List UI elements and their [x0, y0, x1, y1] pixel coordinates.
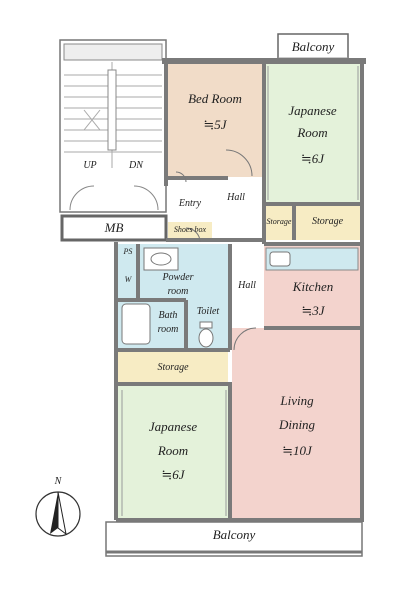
japanese-room-ne-size: ≒6J [300, 151, 325, 166]
toilet-bowl [198, 328, 214, 348]
storage-right-label: Storage [311, 216, 344, 227]
japanese-room-sw-area [118, 384, 228, 520]
walls [114, 58, 366, 522]
balcony-bottom-label: Balcony [212, 527, 256, 542]
living-dining-name1: Living [280, 393, 314, 408]
door-swings [175, 149, 257, 351]
storage-small-label: Storage [266, 217, 292, 226]
storage-right-area [294, 204, 361, 240]
shoes-box-area [168, 222, 212, 240]
north-label: N [54, 476, 62, 487]
w-label: W [124, 275, 132, 284]
entry-label: Entry [178, 198, 202, 209]
bath-room-name1: Bath [158, 310, 178, 321]
washbasin [150, 252, 172, 266]
japanese-room-sw-size: ≒6J [161, 467, 185, 482]
ps-label: PS [123, 247, 133, 256]
powder-room-name1: Powder [162, 272, 194, 283]
japanese-room-ne-area [264, 62, 361, 204]
kitchen-size: ≒3J [301, 303, 325, 318]
japanese-room-sw-name2: Room [157, 443, 189, 458]
shoes-box-label: Shoes box [173, 225, 207, 234]
living-dining-size: ≒10J [282, 443, 312, 458]
ld-area [232, 328, 362, 520]
bathtub [121, 303, 151, 345]
storage-small-area [264, 204, 294, 240]
stairwell [59, 39, 167, 213]
mb-label: MB [104, 220, 124, 235]
balcony-top-label: Balcony [291, 39, 335, 54]
living-dining-name2: Dining [278, 417, 316, 432]
hall-upper-label: Hall [227, 192, 245, 203]
balcony-bottom [105, 521, 363, 557]
stairs-up-label: UP [83, 160, 97, 171]
hall-lower-label: Hall [238, 280, 256, 291]
bath-room-name2: room [157, 324, 179, 335]
mb-box [60, 214, 168, 242]
storage-left-label: Storage [157, 362, 189, 373]
bedroom-name: Bed Room [188, 91, 242, 106]
japanese-room-ne-name2: Room [297, 125, 328, 140]
powder-room-name2: room [167, 286, 189, 297]
bedroom-area [166, 62, 264, 177]
bedroom-size: ≒5J [203, 117, 227, 132]
japanese-room-ne-name1: Japanese [288, 103, 337, 118]
north-compass-icon [35, 491, 81, 537]
toilet-label: Toilet [196, 306, 220, 317]
kitchen-name: Kitchen [292, 279, 334, 294]
japanese-room-sw-name1: Japanese [148, 419, 198, 434]
storage-left-area [118, 352, 228, 382]
stairs-dn-label: DN [129, 160, 143, 171]
